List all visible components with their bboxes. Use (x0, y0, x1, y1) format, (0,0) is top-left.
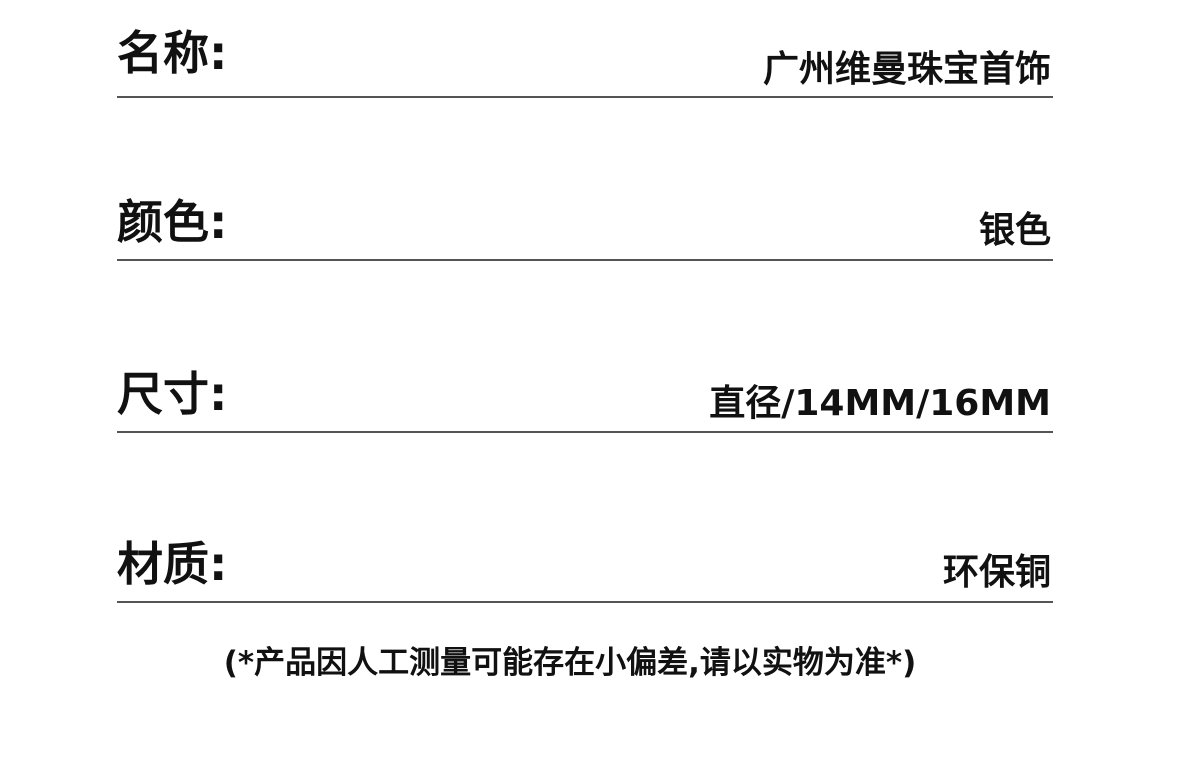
spec-value-color: 银色 (978, 210, 1051, 251)
spec-value-name: 广州维曼珠宝首饰 (762, 49, 1051, 90)
spec-label-name: 名称: (117, 26, 228, 80)
spec-label-material: 材质: (117, 537, 228, 591)
spec-row-material: 材质: 环保铜 (117, 538, 1053, 603)
spec-value-material: 环保铜 (942, 552, 1051, 593)
spec-row-color: 颜色: 银色 (117, 196, 1053, 261)
spec-value-size: 直径/14MM/16MM (709, 383, 1051, 424)
spec-row-name: 名称: 广州维曼珠宝首饰 (117, 28, 1053, 98)
measurement-note: (*产品因人工测量可能存在小偏差,请以实物为准*) (223, 645, 917, 681)
spec-row-size: 尺寸: 直径/14MM/16MM (117, 368, 1053, 433)
spec-label-color: 颜色: (117, 195, 228, 249)
spec-label-size: 尺寸: (117, 367, 228, 421)
